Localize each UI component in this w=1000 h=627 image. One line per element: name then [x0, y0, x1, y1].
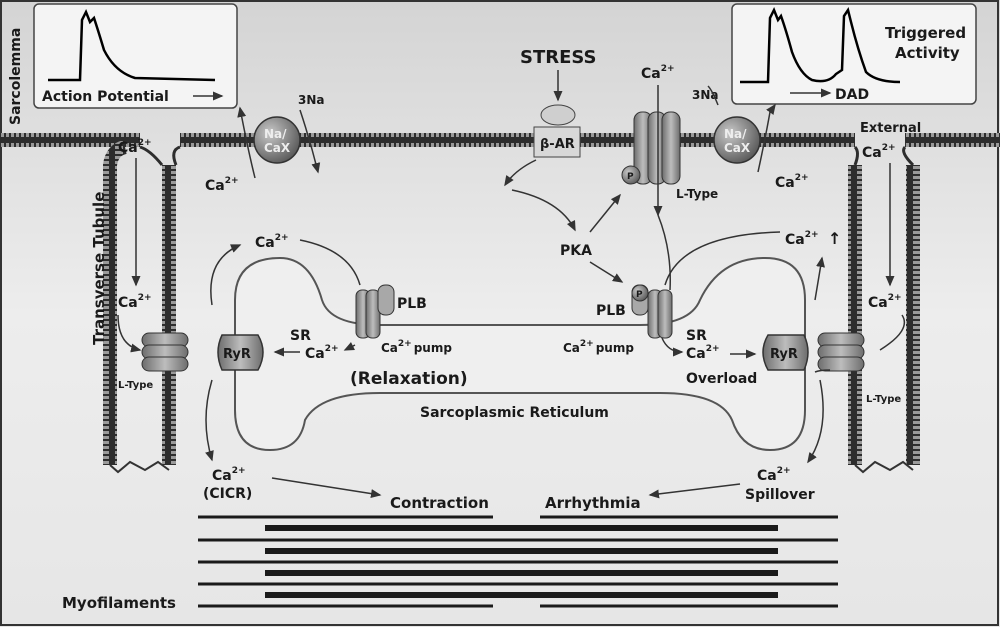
ryr-right: RyR [762, 334, 809, 371]
up-arrow: ↑ [828, 229, 841, 248]
ca-pump-left: Ca2+pump [381, 339, 452, 355]
sr-label: Sarcoplasmic Reticulum [420, 405, 609, 421]
phospho-p-right: P [636, 290, 643, 300]
sr-left-label: SR [290, 328, 311, 344]
myofilaments-label: Myofilaments [62, 594, 176, 612]
three-na-right: 3Na [692, 88, 719, 102]
arrhythmia-label: Arrhythmia [545, 494, 641, 512]
ca-external: Ca2+ [862, 143, 896, 161]
external-label: External [860, 121, 921, 136]
ca-tubule-right: Ca2+ [868, 293, 902, 311]
action-potential-inset: Action Potential [33, 3, 238, 109]
myofilaments [198, 515, 838, 608]
beta-adrenergic-receptor: β-AR [533, 104, 581, 158]
l-type-channel-right [817, 332, 865, 372]
l-type-right-label: L-Type [866, 394, 901, 405]
ncx-right-na: Na/ [724, 127, 747, 141]
ca-tubule-left-bottom: Ca2+ [118, 293, 152, 311]
l-type-top-label: L-Type [676, 187, 718, 201]
ca-spillover: Ca2+ [757, 466, 791, 484]
action-potential-label: Action Potential [42, 89, 169, 105]
transverse-tubule-label: Transverse Tubule [90, 192, 108, 345]
plb-right-label: PLB [596, 303, 626, 319]
ca-tubule-left-top: Ca2+ [118, 138, 152, 156]
ca-cicr: Ca2+ [212, 466, 246, 484]
serca-pump-left [355, 284, 395, 339]
serca-pump-right: P [631, 284, 673, 339]
ncx-exchanger-right: Na/ CaX [713, 116, 761, 164]
triggered-activity-inset: Triggered Activity DAD [731, 3, 977, 105]
plb-left-label: PLB [397, 296, 427, 312]
triggered-activity-trace [740, 6, 901, 84]
stress-label: STRESS [520, 47, 597, 68]
l-type-channel-top: P [621, 111, 681, 185]
triggered-label-2: Activity [895, 44, 960, 62]
ryr-left-label: RyR [223, 347, 251, 362]
ncx-exchanger-left: Na/ CaX [253, 116, 301, 164]
phospho-p-top: P [627, 172, 634, 182]
triggered-label-1: Triggered [885, 24, 966, 42]
action-potential-trace [48, 8, 216, 82]
pka-label: PKA [560, 243, 592, 259]
dad-label: DAD [835, 87, 869, 103]
sarcolemma-label: Sarcolemma [8, 28, 24, 125]
cicr-label: (CICR) [203, 486, 252, 502]
l-type-left-label: L-Type [118, 380, 153, 391]
ca-sr-left-top: Ca2+ [255, 233, 289, 251]
beta-ar-label: β-AR [540, 137, 575, 152]
ca-sr-right: Ca2+ [686, 344, 720, 362]
overload-label: Overload [686, 371, 757, 387]
sarcoplasmic-reticulum [234, 256, 806, 452]
ryr-right-label: RyR [770, 347, 798, 362]
ryr-left: RyR [217, 334, 264, 371]
ca-sr-left: Ca2+ [305, 344, 339, 362]
l-type-channel-left [141, 332, 189, 372]
relaxation-label: (Relaxation) [350, 369, 468, 389]
ca-pump-right: Ca2+pump [563, 339, 634, 355]
ncx-left-na: Na/ [264, 127, 287, 141]
ca-ncx-right: Ca2+ [775, 173, 809, 191]
spillover-label: Spillover [745, 487, 815, 503]
ca-ncx-left: Ca2+ [205, 176, 239, 194]
ncx-left-cax: CaX [264, 141, 291, 155]
ca-rise-label: Ca2+ [785, 230, 819, 248]
sarcolemma-membrane [0, 133, 1000, 474]
sr-right-label: SR [686, 328, 707, 344]
ca-top: Ca2+ [641, 64, 675, 82]
contraction-label: Contraction [390, 494, 489, 512]
ncx-right-cax: CaX [724, 141, 751, 155]
three-na-left: 3Na [298, 93, 325, 107]
